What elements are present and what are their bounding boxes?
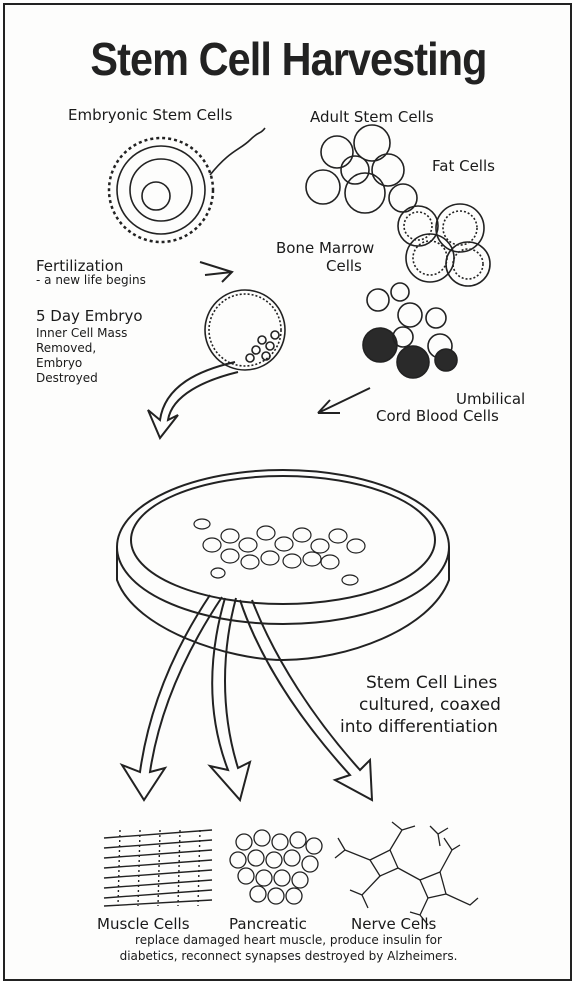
stem-cell-lines-label-3: into differentiation (340, 717, 498, 737)
nerve-cells-icon (335, 822, 478, 925)
petri-dish-icon (117, 470, 449, 660)
caption-line-2: diabetics, reconnect synapses destroyed … (0, 949, 577, 963)
muscle-cells-label: Muscle Cells (97, 915, 190, 933)
nerve-cells-label: Nerve Cells (351, 915, 436, 933)
embryo-line-1: Inner Cell Mass (36, 326, 127, 340)
bone-marrow-label-2: Cells (326, 257, 362, 275)
embryo-arrow-icon (148, 362, 238, 438)
umbilical-label: Umbilical (456, 390, 525, 408)
muscle-cells-icon (104, 830, 212, 906)
embryo-line-4: Destroyed (36, 371, 98, 385)
adult-stem-cells-icon (306, 125, 417, 213)
pancreatic-cells-icon (230, 830, 322, 904)
embryo-line-3: Embryo (36, 356, 82, 370)
bone-marrow-label: Bone Marrow (276, 239, 374, 257)
stem-cell-lines-label: Stem Cell Lines (366, 673, 497, 693)
embryo-icon (205, 290, 285, 370)
pancreatic-label: Pancreatic (229, 915, 307, 933)
adult-stem-cells-label: Adult Stem Cells (310, 108, 434, 126)
fertilization-subtitle: - a new life begins (36, 273, 146, 287)
egg-cell-icon (109, 128, 265, 242)
umbilical-label-2: Cord Blood Cells (376, 407, 499, 425)
caption-line-1: replace damaged heart muscle, produce in… (0, 933, 577, 947)
fertilization-arrow-icon (200, 262, 232, 282)
bone-marrow-cells-icon (363, 283, 457, 378)
embryonic-stem-cells-label: Embryonic Stem Cells (68, 106, 232, 124)
embryo-line-2: Removed, (36, 341, 96, 355)
umbilical-arrow-icon (318, 388, 370, 413)
fat-cells-label: Fat Cells (432, 157, 495, 175)
cultured-cells-icon (194, 519, 365, 585)
fat-cells-icon (398, 204, 490, 286)
stem-cell-lines-label-2: cultured, coaxed (359, 695, 501, 715)
embryo-title: 5 Day Embryo (36, 307, 143, 325)
